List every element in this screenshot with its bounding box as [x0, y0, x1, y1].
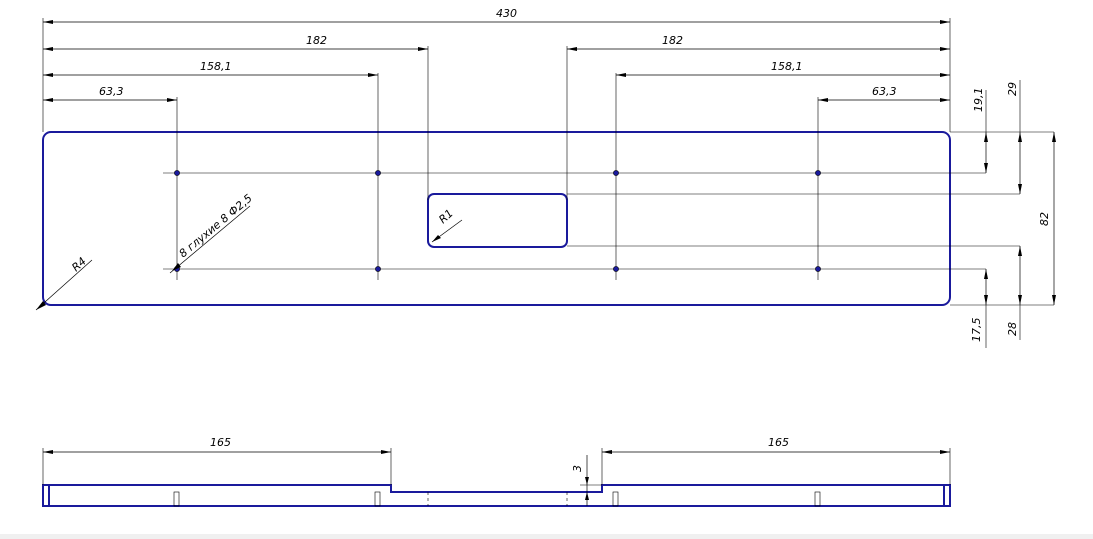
holes-note-leader [169, 205, 251, 274]
dim-hole-outer-right: 63,3 [872, 85, 897, 98]
hole [613, 266, 619, 272]
hole [613, 170, 619, 176]
dim-side-right: 165 [768, 436, 789, 449]
corner-radius-leader [35, 259, 93, 311]
dim-hole-outer-left: 63,3 [99, 85, 124, 98]
plan-view: 430 182 182 158,1 158,1 63,3 63,3 19,1 2… [35, 7, 1056, 348]
corner-radius-label: R4 [69, 255, 89, 274]
hole [815, 266, 821, 272]
dim-hole-inner-left: 158,1 [200, 60, 232, 73]
hole [375, 266, 381, 272]
slot-outline [427, 193, 568, 248]
dim-overall-length: 430 [496, 7, 517, 20]
part-outline [42, 131, 951, 306]
elevation-view: 165 165 3 [42, 436, 951, 507]
hidden-hole [173, 491, 180, 507]
hole [174, 170, 180, 176]
dim-slot-right-edge: 182 [662, 34, 683, 47]
hole [815, 170, 821, 176]
dim-slot-top: 29 [1006, 82, 1019, 96]
window-bottom-edge [0, 534, 1093, 539]
holes-note-label: 8 глухие 8 Ф2,5 [177, 192, 255, 261]
dim-side-left: 165 [210, 436, 231, 449]
dim-bottom-hole-row: 17,5 [970, 318, 983, 343]
dim-slot-left-edge: 182 [306, 34, 327, 47]
slot-radius-label: R1 [436, 207, 456, 226]
hole [375, 170, 381, 176]
dim-hole-inner-right: 158,1 [771, 60, 803, 73]
dim-slot-bottom: 28 [1006, 322, 1019, 336]
hidden-hole [612, 491, 619, 507]
dim-width: 82 [1038, 212, 1051, 226]
hidden-hole [814, 491, 821, 507]
hidden-hole [374, 491, 381, 507]
dim-slot-depth: 3 [571, 465, 584, 472]
dim-top-hole-row: 19,1 [972, 88, 985, 113]
